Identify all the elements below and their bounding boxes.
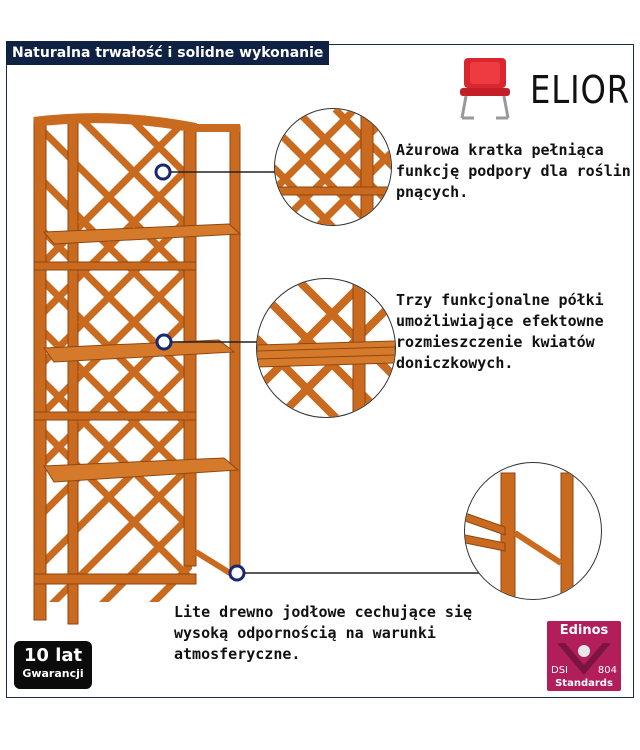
warranty-years: 10 lat xyxy=(23,645,83,666)
feature-wood-text: Lite drewno jodłowe cechujące się wysoką… xyxy=(174,603,473,663)
edinos-title: Edinos xyxy=(559,623,609,638)
edinos-dsi: DSI xyxy=(551,665,568,676)
edinos-standards: Standards xyxy=(555,678,613,689)
edinos-standards-badge: Edinos DSI 804 Standards xyxy=(547,621,621,691)
warranty-badge: 10 lat Gwarancji xyxy=(14,641,92,689)
edinos-804: 804 xyxy=(597,665,617,676)
feature-shelves-text: Trzy funkcjonalne półki umożliwiające ef… xyxy=(396,291,604,372)
lattice-detail-illustration xyxy=(275,109,391,225)
shelf-detail-illustration xyxy=(257,279,395,417)
trellis-shelf-illustration xyxy=(33,113,246,625)
brand-logo-text: ELIOR xyxy=(530,68,631,112)
header-title: Naturalna trwałość i solidne wykonanie xyxy=(6,41,330,65)
chair-logo-icon xyxy=(460,58,510,120)
zoom-lattice-detail xyxy=(274,108,392,226)
zoom-wood-detail xyxy=(464,462,602,600)
checkmark-icon xyxy=(557,643,611,675)
warranty-label: Gwarancji xyxy=(22,667,84,680)
feature-lattice-text: Ażurowa kratka pełniąca funkcję podpory … xyxy=(396,141,631,201)
wood-detail-illustration xyxy=(465,472,574,599)
zoom-shelf-detail xyxy=(256,278,396,418)
